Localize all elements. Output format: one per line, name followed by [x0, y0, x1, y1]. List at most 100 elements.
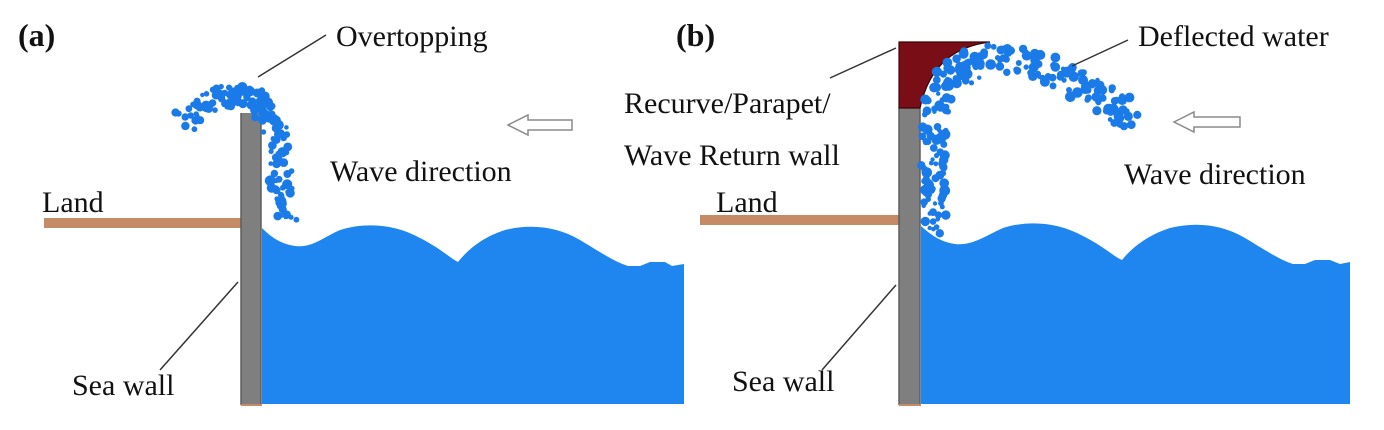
spray-droplet [932, 109, 937, 114]
spray-droplet [918, 122, 928, 132]
spray-droplet [272, 186, 281, 195]
panel-b-recurve-leader [829, 47, 897, 79]
spray-droplet [238, 99, 248, 109]
spray-droplet [930, 157, 935, 162]
spray-droplet [984, 42, 992, 50]
spray-droplet [187, 112, 194, 119]
spray-droplet [260, 129, 267, 135]
spray-droplet [921, 203, 926, 209]
panel-b-sea-wall-leader [821, 284, 897, 371]
spray-droplet [260, 91, 270, 101]
spray-droplet [277, 156, 283, 162]
panel-a-water [262, 225, 684, 404]
spray-droplet [1030, 51, 1041, 62]
spray-droplet [1060, 66, 1066, 72]
spray-droplet [939, 155, 949, 165]
spray-droplet [977, 75, 982, 80]
spray-droplet [251, 113, 259, 122]
spray-droplet [272, 115, 281, 125]
spray-droplet [280, 184, 286, 191]
spray-droplet [218, 83, 224, 90]
panel-a-label: (a) [18, 17, 55, 53]
panel-a-overtopping-label: Overtopping [336, 20, 488, 53]
spray-droplet [268, 148, 274, 154]
spray-droplet [1099, 94, 1107, 102]
spray-droplet [226, 90, 235, 100]
panel-a-land-label: Land [42, 186, 104, 219]
spray-droplet [1044, 73, 1052, 80]
spray-droplet [934, 211, 943, 219]
spray-droplet [1091, 93, 1097, 99]
spray-droplet [268, 141, 277, 150]
spray-droplet [209, 86, 217, 93]
spray-droplet [268, 102, 274, 108]
spray-droplet [1095, 98, 1102, 106]
spray-droplet [267, 111, 273, 117]
spray-droplet [284, 125, 289, 130]
spray-droplet [1050, 61, 1058, 69]
panel-a-sea-wall-leader [159, 281, 239, 371]
spray-droplet [939, 162, 948, 171]
spray-droplet [939, 70, 948, 78]
spray-droplet [1050, 52, 1061, 63]
spray-droplet [1066, 87, 1072, 93]
spray-droplet [1133, 110, 1142, 119]
panel-a-overtopping-spray [171, 82, 300, 223]
spray-droplet [192, 100, 202, 110]
spray-droplet [200, 92, 205, 98]
panel-b-wave-direction-arrow [1172, 110, 1241, 134]
spray-droplet [936, 91, 941, 96]
spray-droplet [244, 93, 250, 99]
spray-droplet [939, 178, 949, 188]
spray-droplet [922, 106, 932, 116]
spray-droplet [928, 160, 934, 166]
panel-b-land-label: Land [716, 186, 778, 219]
spray-droplet [1093, 86, 1103, 96]
spray-droplet [1023, 64, 1029, 70]
panel-b-wave-direction-label: Wave direction [1124, 158, 1306, 191]
spray-droplet [1080, 69, 1087, 76]
spray-droplet [203, 91, 210, 97]
spray-droplet [293, 216, 300, 223]
spray-droplet [1126, 120, 1136, 129]
spray-droplet [270, 169, 279, 178]
spray-droplet [999, 54, 1007, 62]
spray-droplet [931, 134, 942, 145]
spray-droplet [917, 161, 926, 170]
spray-droplet [246, 100, 256, 110]
spray-droplet [1087, 79, 1097, 88]
spray-droplet [275, 150, 282, 157]
panel-a: (a) Overtopping Wave direction Land Sea … [18, 17, 684, 406]
spray-droplet [1123, 108, 1130, 115]
spray-droplet [1084, 97, 1091, 103]
spray-droplet [922, 137, 929, 144]
spray-droplet [952, 54, 961, 63]
spray-droplet [931, 174, 940, 183]
spray-droplet [990, 43, 997, 50]
spray-droplet [921, 177, 928, 185]
spray-droplet [920, 216, 930, 227]
spray-droplet [1078, 75, 1089, 86]
spray-droplet [1015, 60, 1022, 66]
spray-droplet [275, 175, 283, 183]
spray-droplet [283, 170, 292, 178]
spray-droplet [1065, 91, 1076, 103]
spray-droplet [942, 57, 953, 68]
panel-b-land [700, 215, 900, 225]
spray-droplet [939, 185, 951, 197]
spray-droplet [1110, 119, 1119, 127]
spray-droplet [256, 99, 262, 105]
spray-droplet [997, 63, 1004, 71]
spray-droplet [274, 138, 280, 144]
spray-droplet [936, 148, 944, 156]
spray-droplet [961, 77, 970, 85]
panel-b-deflected-water-label: Deflected water [1138, 20, 1329, 53]
spray-droplet [212, 107, 218, 113]
spray-droplet [932, 201, 938, 206]
spray-droplet [970, 58, 977, 65]
spray-droplet [929, 144, 938, 152]
panel-b-sea-wall-label: Sea wall [732, 365, 834, 398]
spray-droplet [285, 188, 295, 198]
spray-droplet [962, 63, 971, 72]
